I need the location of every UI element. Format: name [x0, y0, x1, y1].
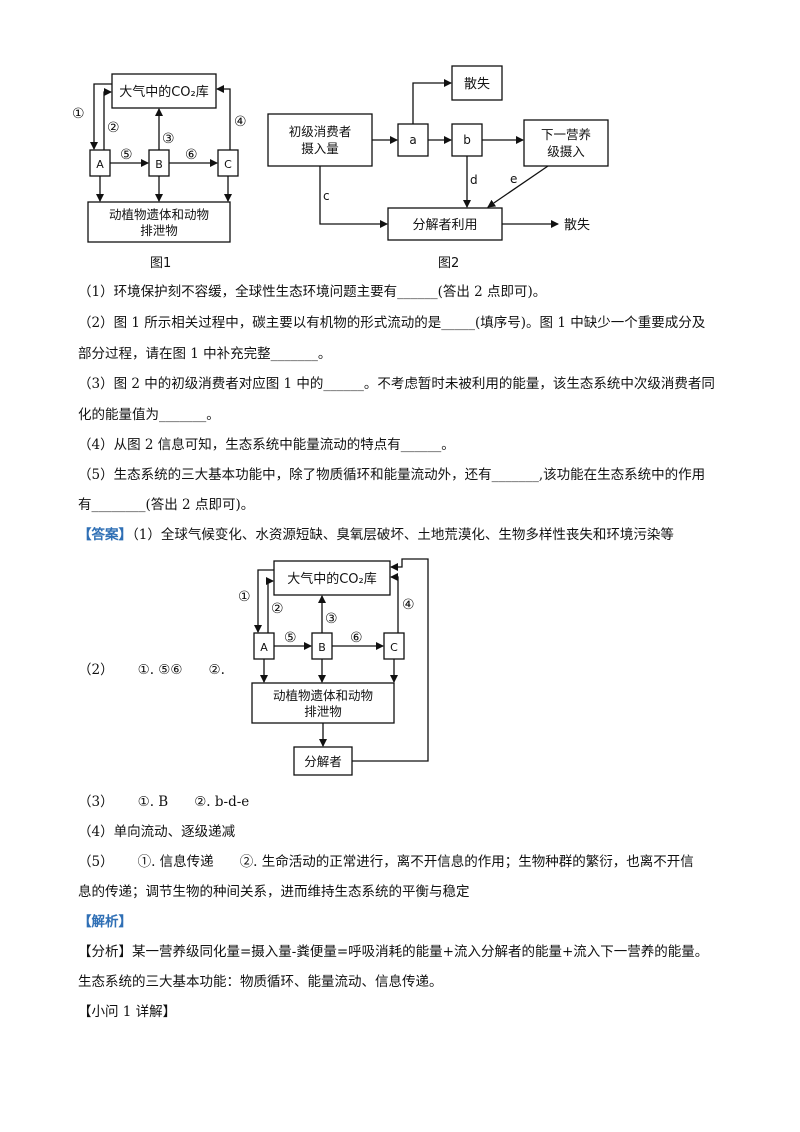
f2-lost-top-box — [451, 65, 503, 101]
question-1: （1）环境保护刻不容缓，全球性生态环境问题主要有______(答出 2 点即可)… — [78, 284, 547, 300]
f1-arrow-1 — [90, 83, 112, 150]
answer-5-line: （5） ①. 信息传递 ②. 生命活动的正常进行，离不开信息的作用；生物种群的繁衍，… — [78, 852, 740, 872]
f1-atmosphere-label: 大气中的CO₂库 — [119, 84, 209, 100]
af-remains-line2: 排泄物 — [304, 704, 342, 719]
f2-arrow-e — [487, 165, 549, 208]
analysis-line-2: 生态系统的三大基本功能：物质循环、能量流动、信息传递。 — [78, 974, 443, 990]
figure-2: 初级消费者 摄入量 a b 散失 下一营养 级摄入 分解者利用 散失 c d e — [262, 62, 642, 248]
figure-2-diagram: 初级消费者 摄入量 a b 散失 下一营养 级摄入 分解者利用 散失 c d e — [267, 65, 609, 241]
question-3-line-1: （3）图 2 中的初级消费者对应图 1 中的______。不考虑暂时未被利用的能… — [78, 376, 715, 392]
answer-figure-diagram: 大气中的CO₂库 A B C 动植物遗体和动物 排泄物 分解者 ① ② ③ ④ … — [238, 558, 429, 776]
answer-3-part-1: ①. B — [137, 794, 169, 810]
f2-label-b: b — [463, 133, 471, 147]
answer-5-part-1: ①. 信息传递 — [137, 854, 214, 870]
analysis-tag: 【解析】 — [78, 914, 132, 930]
f2-label-d: d — [470, 173, 478, 187]
answer-tag: 【答案】 — [78, 527, 132, 543]
f1-num-5: ⑤ — [120, 147, 133, 163]
f1-label-c: C — [224, 158, 232, 171]
af-arrow-4 — [390, 573, 399, 633]
af-num-2: ② — [271, 601, 284, 617]
answer-5-part-2: ②. 生命活动的正常进行，离不开信息的作用；生物种群的繁衍，也离不开信 — [239, 854, 694, 870]
af-arrow-2 — [266, 577, 274, 633]
answer-3-line: （3） ①. B ②. b-d-e — [78, 792, 740, 812]
f2-primary-line2: 摄入量 — [301, 141, 339, 156]
answer-5-label: （5） — [78, 854, 114, 870]
f2-next-line2: 级摄入 — [547, 144, 585, 159]
f2-decomposer-box — [387, 207, 503, 241]
af-arrow-1 — [254, 569, 274, 633]
figure-1-caption: 图1 — [150, 256, 172, 271]
answer-1: （1）全球气候变化、水资源短缺、臭氧层破坏、土地荒漠化、生物多样性丧失和环境污染… — [132, 527, 674, 543]
f1-remains-line1: 动植物遗体和动物 — [109, 207, 209, 222]
f1-remains-line2: 排泄物 — [140, 223, 178, 238]
answer-3-part-2: ②. b-d-e — [194, 794, 250, 810]
answer-2-part-1: ①. ⑤⑥ — [137, 662, 183, 678]
f2-primary-line1: 初级消费者 — [289, 124, 352, 139]
af-remains-box — [251, 682, 395, 724]
answer-2-label: （2） — [78, 662, 114, 678]
question-4: （4）从图 2 信息可知，生态系统中能量流动的特点有______。 — [78, 437, 455, 453]
af-num-6: ⑥ — [350, 630, 363, 646]
f2-box-a — [397, 123, 429, 157]
figure-2-caption: 图2 — [438, 256, 460, 271]
question-2-line-2: 部分过程，请在图 1 中补充完整_______。 — [78, 346, 332, 362]
af-label-a: A — [260, 641, 268, 654]
af-remains-line1: 动植物遗体和动物 — [273, 688, 373, 703]
answer-3-label: （3） — [78, 794, 114, 810]
analysis-line-3: 【小问 1 详解】 — [78, 1004, 177, 1020]
f1-label-a: A — [96, 158, 104, 171]
f2-arrow-a-lost — [412, 79, 452, 124]
answer-2-line: （2） ①. ⑤⑥ ②. — [78, 660, 225, 680]
answer-2-part-2: ②. — [208, 662, 225, 678]
analysis-line-1: 【分析】某一营养级同化量=摄入量-粪便量=呼吸消耗的能量+流入分解者的能量+流入… — [78, 944, 709, 960]
f2-next-box — [523, 119, 609, 167]
f1-num-4: ④ — [234, 114, 247, 130]
f2-arrow-c — [319, 166, 388, 228]
f1-arrow-4 — [216, 85, 231, 150]
answer-1-line: 【答案】（1）全球气候变化、水资源短缺、臭氧层破坏、土地荒漠化、生物多样性丧失和… — [78, 525, 740, 545]
af-decomposer-label: 分解者 — [304, 754, 342, 769]
af-num-3: ③ — [325, 611, 338, 627]
f1-remains-box — [87, 201, 231, 243]
question-2-line-1: （2）图 1 所示相关过程中，碳主要以有机物的形式流动的是_____(填序号)。… — [78, 315, 706, 331]
answer-5-continuation: 息的传递；调节生物的种间关系，进而维持生态系统的平衡与稳定 — [78, 884, 470, 900]
f1-num-2: ② — [107, 120, 120, 136]
af-arrow-decomposer-atmosphere — [352, 558, 429, 762]
f1-arrow-2 — [103, 88, 112, 150]
answer-figure: 大气中的CO₂库 A B C 动植物遗体和动物 排泄物 分解者 ① ② ③ ④ … — [232, 555, 442, 780]
f1-num-6: ⑥ — [185, 147, 198, 163]
af-num-1: ① — [238, 589, 251, 605]
f2-label-c: c — [323, 189, 330, 203]
question-5-line-2: 有________(答出 2 点即可)。 — [78, 497, 255, 513]
f2-next-line1: 下一营养 — [541, 127, 591, 142]
f2-decomposer-label: 分解者利用 — [412, 218, 477, 233]
af-atmosphere-label: 大气中的CO₂库 — [287, 571, 377, 587]
answer-4: （4）单向流动、逐级递减 — [78, 824, 236, 840]
question-5-line-1: （5）生态系统的三大基本功能中，除了物质循环和能量流动外，还有_______,该… — [78, 467, 706, 483]
figure-1-diagram: 大气中的CO₂库 A B C 动植物遗体和动物 排泄物 ① ② ③ ④ ⑤ ⑥ — [72, 73, 247, 243]
f2-lost-top-label: 散失 — [464, 77, 490, 92]
f2-primary-box — [267, 113, 373, 167]
f1-num-1: ① — [72, 106, 85, 122]
question-3-line-2: 化的能量值为_______。 — [78, 407, 220, 423]
af-atmosphere-box — [273, 560, 391, 596]
figure-1: 大气中的CO₂库 A B C 动植物遗体和动物 排泄物 ① ② ③ ④ ⑤ ⑥ — [70, 62, 260, 248]
f2-label-e: e — [510, 172, 517, 186]
af-num-5: ⑤ — [284, 630, 297, 646]
f1-num-3: ③ — [162, 131, 175, 147]
f1-atmosphere-box — [111, 73, 217, 109]
f1-label-b: B — [155, 158, 163, 171]
f2-lost-right-label: 散失 — [564, 218, 590, 233]
af-label-b: B — [318, 641, 326, 654]
af-label-c: C — [390, 641, 398, 654]
f2-label-a: a — [409, 133, 416, 147]
af-num-4: ④ — [402, 597, 415, 613]
